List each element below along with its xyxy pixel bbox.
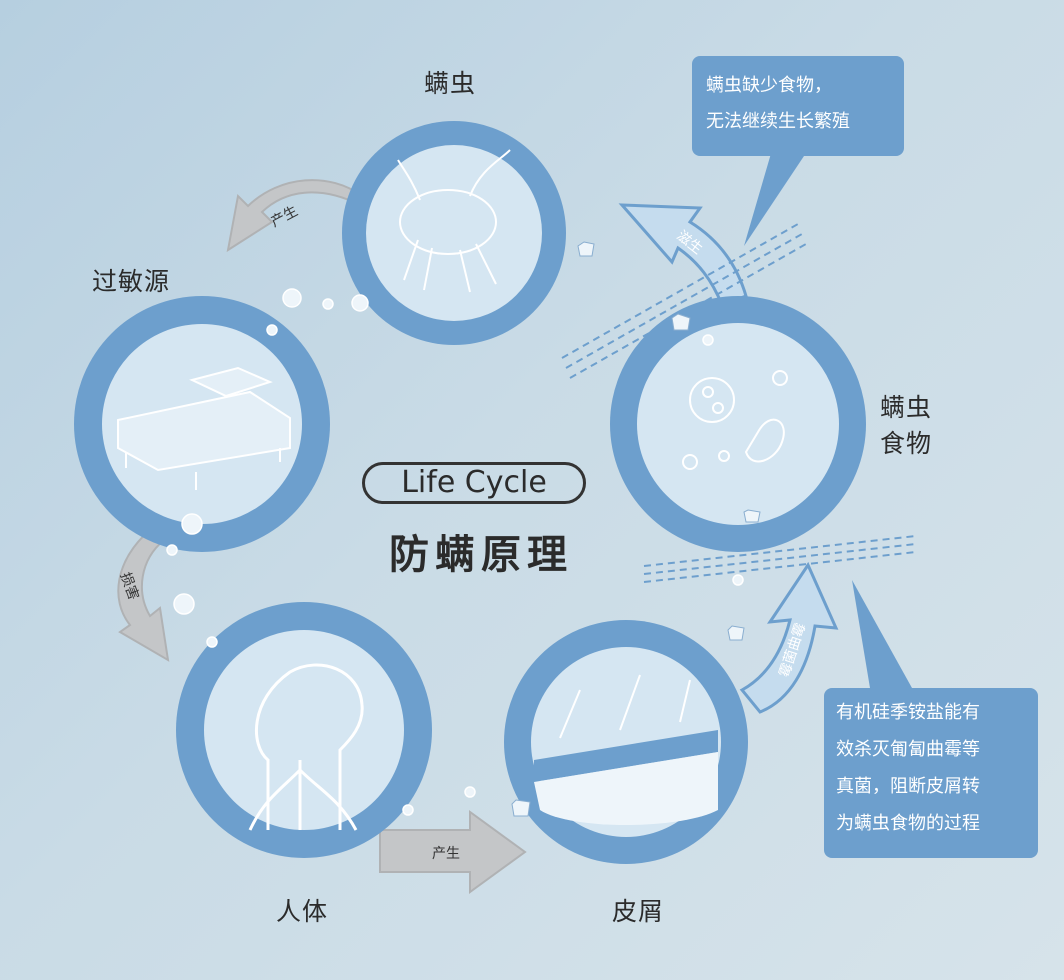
- callout-bottom-line-2: 效杀灭匍匐曲霉等: [836, 739, 980, 760]
- barrier-bottom: [643, 535, 917, 583]
- node-ring-food: [610, 296, 866, 552]
- human-body-icon: [248, 663, 364, 831]
- callout-bottom-line-3: 真菌，阻断皮屑转: [836, 776, 980, 797]
- title-life-cycle: Life Cycle: [362, 462, 586, 504]
- pentagons: [511, 241, 761, 817]
- node-ring-mite: [342, 121, 566, 345]
- title-anti-mite-principle: 防螨原理: [389, 532, 573, 578]
- arrow-mite-to-allergen: [226, 179, 364, 253]
- callout-bottom-tail: [852, 580, 912, 688]
- callout-bottom: 有机硅季铵盐能有 效杀灭匍匐曲霉等 真菌，阻断皮屑转 为螨虫食物的过程: [824, 688, 1038, 858]
- arrow-allergen-to-human: [117, 528, 170, 662]
- bubbles: [166, 288, 744, 816]
- node-label-dander: 皮屑: [612, 897, 665, 926]
- mite-icon: [397, 149, 511, 293]
- callout-bottom-line-4: 为螨虫食物的过程: [836, 813, 980, 834]
- callout-top-line-1: 螨虫缺少食物，: [706, 75, 832, 96]
- bed-icon: [117, 366, 291, 490]
- arrow-food-to-mite: [618, 203, 748, 307]
- node-ring-allergen: [74, 296, 330, 552]
- callout-top-tail: [744, 150, 808, 246]
- arrow-dander-to-food: [739, 561, 839, 714]
- node-ring-human: [176, 602, 432, 858]
- callout-top: 螨虫缺少食物， 无法继续生长繁殖: [692, 56, 904, 156]
- skin-icon: [534, 674, 718, 825]
- node-label-mite: 螨虫: [424, 69, 477, 98]
- arrow-human-to-dander: [379, 810, 527, 894]
- microbe-icon: [682, 370, 788, 470]
- callout-top-line-2: 无法继续生长繁殖: [706, 111, 850, 132]
- node-label-human: 人体: [276, 897, 329, 926]
- arrow-label-human-to-dander: 产生: [432, 846, 460, 862]
- callout-bottom-line-1: 有机硅季铵盐能有: [836, 702, 980, 723]
- node-label-allergen: 过敏源: [92, 267, 171, 296]
- node-ring-dander: [504, 620, 748, 864]
- node-label-mite-food: 螨虫食物: [879, 393, 932, 458]
